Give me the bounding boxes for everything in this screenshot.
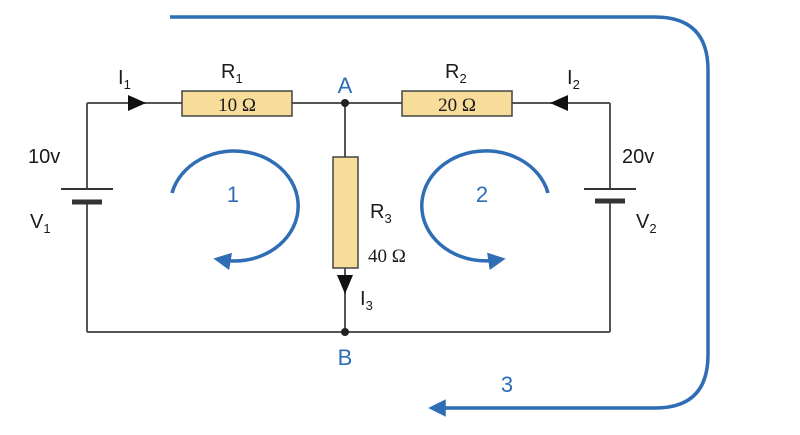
node-b-dot [341, 328, 349, 336]
battery-v1-label: V1 [30, 211, 51, 236]
battery-v2 [584, 188, 636, 204]
loop-2-label: 2 [476, 182, 488, 207]
resistor-r2-label: R2 [445, 61, 467, 86]
battery-v2-voltage: 20v [622, 146, 654, 168]
resistor-r3-label: R3 [370, 201, 392, 226]
loop-3-label: 3 [501, 372, 513, 397]
resistor-r1-value: 10 Ω [218, 95, 256, 116]
node-b-label: B [338, 345, 353, 370]
loop-2-arrow-icon [420, 149, 550, 270]
current-i2-label: I2 [567, 67, 580, 92]
battery-v1-voltage: 10v [28, 146, 60, 168]
resistor-r3 [332, 156, 359, 269]
resistor-r2 [401, 90, 513, 117]
resistor-r1-label: R1 [221, 61, 243, 86]
current-i3-label: I3 [360, 288, 373, 313]
node-a-dot [341, 99, 349, 107]
current-i3-arrow-icon [337, 275, 353, 294]
node-a-label: A [338, 73, 353, 98]
current-i1-arrow-icon [128, 95, 146, 111]
loop-1-label: 1 [227, 182, 239, 207]
current-i1-label: I1 [118, 67, 131, 92]
loop-1-arrow-icon [170, 149, 300, 271]
battery-v2-label: V2 [636, 211, 657, 236]
battery-v1 [61, 188, 113, 205]
resistor-r1 [181, 90, 293, 117]
resistor-r2-value: 20 Ω [438, 95, 476, 116]
loop-3-arrow-icon [170, 15, 710, 417]
resistor-r3-value: 40 Ω [368, 246, 406, 267]
current-i2-arrow-icon [550, 95, 568, 111]
